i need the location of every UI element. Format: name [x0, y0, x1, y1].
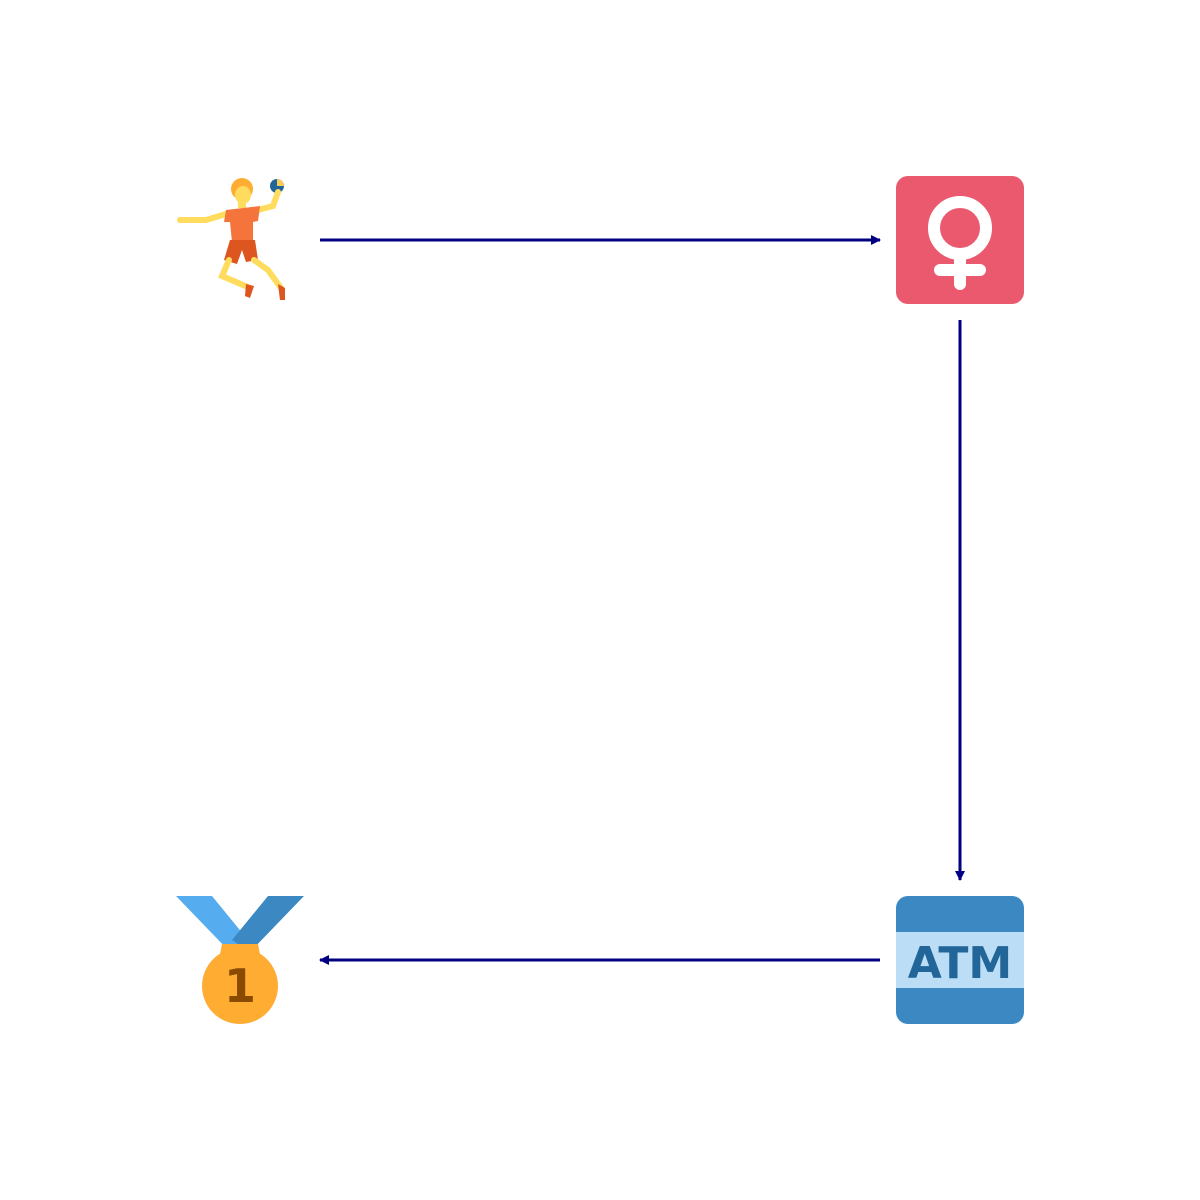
female-sign-icon[interactable]	[896, 176, 1024, 304]
edges	[319, 235, 965, 965]
atm-label: ATM	[908, 938, 1012, 989]
first-place-medal-icon[interactable]: 1	[176, 896, 304, 1024]
atm-sign-icon[interactable]: ATM	[896, 896, 1024, 1024]
person-playing-handball-icon[interactable]	[177, 178, 285, 300]
medal-number: 1	[224, 959, 256, 1013]
